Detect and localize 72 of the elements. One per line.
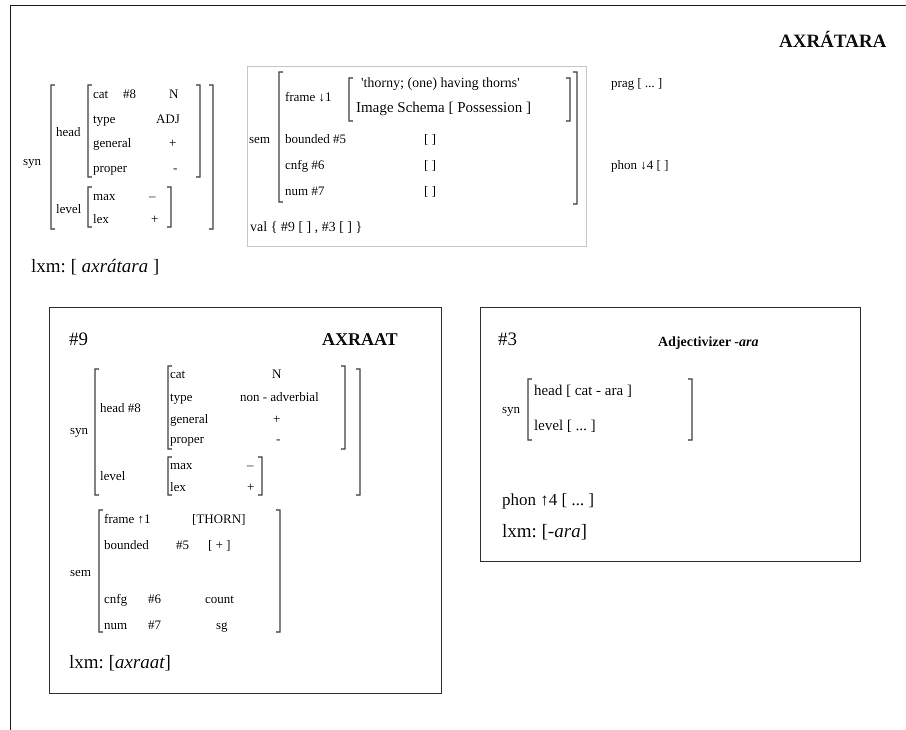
feature-label: frame ↓1: [285, 90, 332, 105]
frame-box: [49, 307, 442, 694]
feature-value: N: [272, 367, 282, 382]
feature-label: type: [93, 112, 116, 127]
feature-label: syn: [70, 423, 88, 438]
feature-value: [ ]: [424, 184, 436, 199]
feature-value: ADJ: [156, 112, 180, 127]
title: AXRÁTARA: [779, 31, 886, 53]
feature-label: frame ↑1: [104, 512, 151, 527]
feature-label: general: [170, 412, 208, 427]
feature-label: cat: [93, 87, 108, 102]
feature-label: head: [56, 125, 81, 140]
feature-value: sg: [216, 618, 228, 633]
lexeme-text: lxm: [axraat]: [69, 652, 171, 674]
feature-label: prag [ ... ]: [611, 76, 662, 91]
feature-value: Image Schema [ Possession ]: [356, 100, 531, 118]
frame-box: [247, 66, 587, 247]
feature-label: bounded #5: [285, 132, 346, 147]
feature-label: level [ ... ]: [534, 418, 596, 436]
feature-label: num #7: [285, 184, 324, 199]
feature-value: –: [247, 458, 254, 473]
feature-label: cnfg: [104, 592, 128, 607]
feature-label: max: [93, 189, 116, 204]
title: Adjectivizer -ara: [658, 335, 758, 352]
feature-value: +: [247, 480, 254, 495]
feature-label: head #8: [100, 401, 141, 416]
feature-label: syn: [502, 402, 520, 417]
feature-label: max: [170, 458, 192, 473]
feature-label: phon ↓4 [ ]: [611, 158, 668, 173]
feature-value: non - adverbial: [240, 390, 319, 405]
feature-label: bounded: [104, 538, 149, 553]
feature-value: +: [169, 136, 176, 151]
feature-value: [ ]: [424, 132, 436, 147]
feature-value: N: [169, 87, 178, 102]
feature-value: [ + ]: [208, 538, 230, 553]
frame-box: [480, 307, 861, 562]
tag-number: #7: [148, 618, 161, 633]
feature-value: 'thorny; (one) having thorns': [361, 76, 520, 92]
feature-value: [ ]: [424, 158, 436, 173]
feature-label: proper: [93, 161, 127, 176]
feature-label: proper: [170, 432, 204, 447]
feature-label: syn: [23, 154, 42, 169]
feature-label: sem: [249, 132, 270, 147]
tag-number: #3: [498, 329, 517, 351]
lexeme-text: lxm: [ axrátara ]: [31, 256, 160, 278]
feature-label: head [ cat - ara ]: [534, 383, 632, 400]
feature-label: level: [56, 202, 82, 217]
lexeme-text: lxm: [-ara]: [502, 521, 587, 543]
feature-label: cnfg #6: [285, 158, 324, 173]
feature-value: –: [149, 189, 156, 204]
feature-label: val { #9 [ ] , #3 [ ] }: [250, 220, 362, 236]
feature-label: phon ↑4 [ ... ]: [502, 490, 594, 510]
feature-label: lex: [170, 480, 186, 495]
feature-value: +: [151, 212, 158, 227]
feature-value: [THORN]: [192, 512, 246, 527]
feature-label: lex: [93, 212, 109, 227]
tag-number: #5: [176, 538, 189, 553]
feature-value: -: [173, 161, 178, 176]
tag-number: #9: [69, 329, 88, 351]
feature-label: sem: [70, 565, 91, 580]
tag-number: #6: [148, 592, 161, 607]
feature-value: +: [273, 412, 280, 427]
tag-number: #8: [123, 87, 136, 102]
feature-label: num: [104, 618, 128, 633]
title: AXRAAT: [322, 329, 398, 350]
feature-value: -: [276, 432, 280, 447]
feature-value: count: [205, 592, 234, 607]
frame-box: [10, 5, 906, 730]
feature-label: level: [100, 469, 126, 484]
feature-label: type: [170, 390, 192, 405]
feature-label: cat: [170, 367, 186, 382]
feature-label: general: [93, 136, 132, 151]
